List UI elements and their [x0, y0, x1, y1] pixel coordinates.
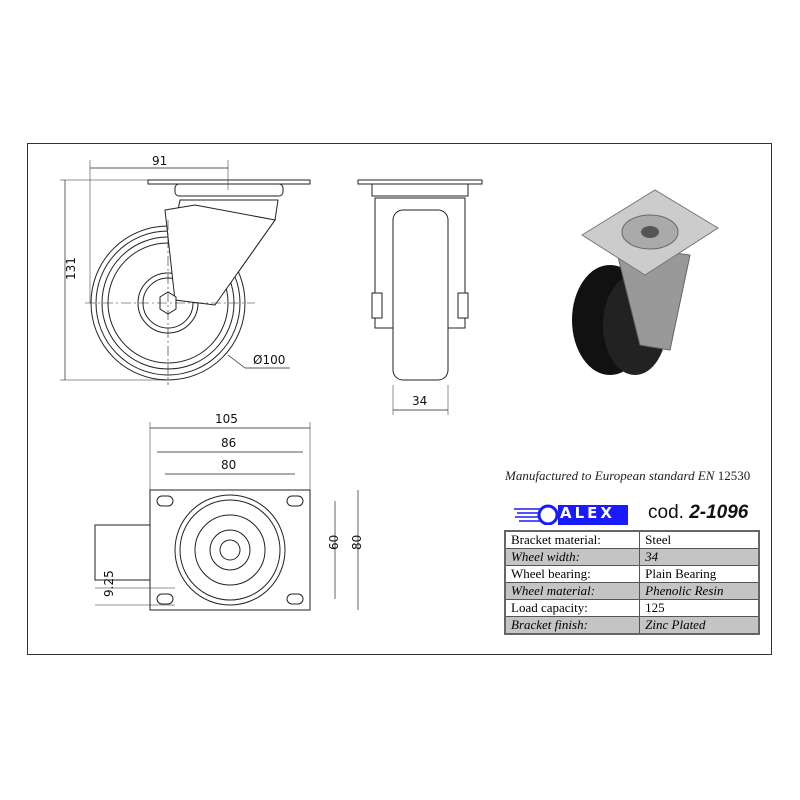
spec-value: 34 — [639, 548, 760, 566]
code-value: 2-1096 — [689, 502, 749, 523]
dim-wheel-diameter: Ø100 — [253, 353, 285, 367]
front-view: 34 — [357, 179, 483, 415]
standard-note: Manufactured to European standard EN 125… — [505, 468, 750, 484]
dim-hole-spacing-vertical: 60 — [327, 535, 341, 550]
table-row: Wheel width:34 — [504, 548, 760, 566]
table-row: Load capacity:125 — [504, 599, 760, 617]
specs-table: Bracket material:Steel Wheel width:34 Wh… — [504, 530, 760, 635]
spec-label: Wheel bearing: — [504, 565, 641, 583]
brand-name: ALEX — [560, 504, 615, 522]
top-view: 105 86 80 60 80 9.25 — [94, 412, 364, 611]
table-row: Wheel material:Phenolic Resin — [504, 582, 760, 600]
spec-label: Wheel width: — [504, 548, 641, 566]
spec-label: Bracket finish: — [504, 616, 641, 635]
side-view: 91 131 Ø100 — [60, 154, 311, 385]
dim-hole-spacing-inner: 80 — [221, 458, 236, 472]
dim-hole-diameter: 9.25 — [102, 570, 116, 597]
spec-value: 125 — [639, 599, 760, 617]
standard-text: Manufactured to European standard EN — [505, 468, 715, 483]
dim-side-height: 131 — [64, 257, 78, 280]
table-row: Bracket finish:Zinc Plated — [504, 616, 760, 635]
spec-value: Zinc Plated — [639, 616, 760, 635]
spec-label: Bracket material: — [504, 530, 641, 549]
dim-wheel-width: 34 — [412, 394, 427, 408]
spec-label: Load capacity: — [504, 599, 641, 617]
spec-value: Phenolic Resin — [639, 582, 760, 600]
product-code: cod. 2-1096 — [648, 502, 748, 524]
caster-3d-image — [572, 189, 719, 375]
table-row: Wheel bearing:Plain Bearing — [504, 565, 760, 583]
spec-value: Plain Bearing — [639, 565, 760, 583]
dim-hole-spacing-outer: 86 — [221, 436, 236, 450]
drawing-frame — [27, 143, 772, 655]
spec-value: Steel — [639, 530, 760, 549]
dim-plate-width: 105 — [215, 412, 238, 426]
dim-side-width: 91 — [152, 154, 167, 168]
dim-plate-height: 80 — [350, 535, 364, 550]
spec-label: Wheel material: — [504, 582, 641, 600]
alex-logo — [514, 504, 628, 525]
standard-number: 12530 — [717, 468, 751, 483]
table-row: Bracket material:Steel — [504, 530, 760, 549]
code-prefix: cod. — [648, 502, 684, 523]
